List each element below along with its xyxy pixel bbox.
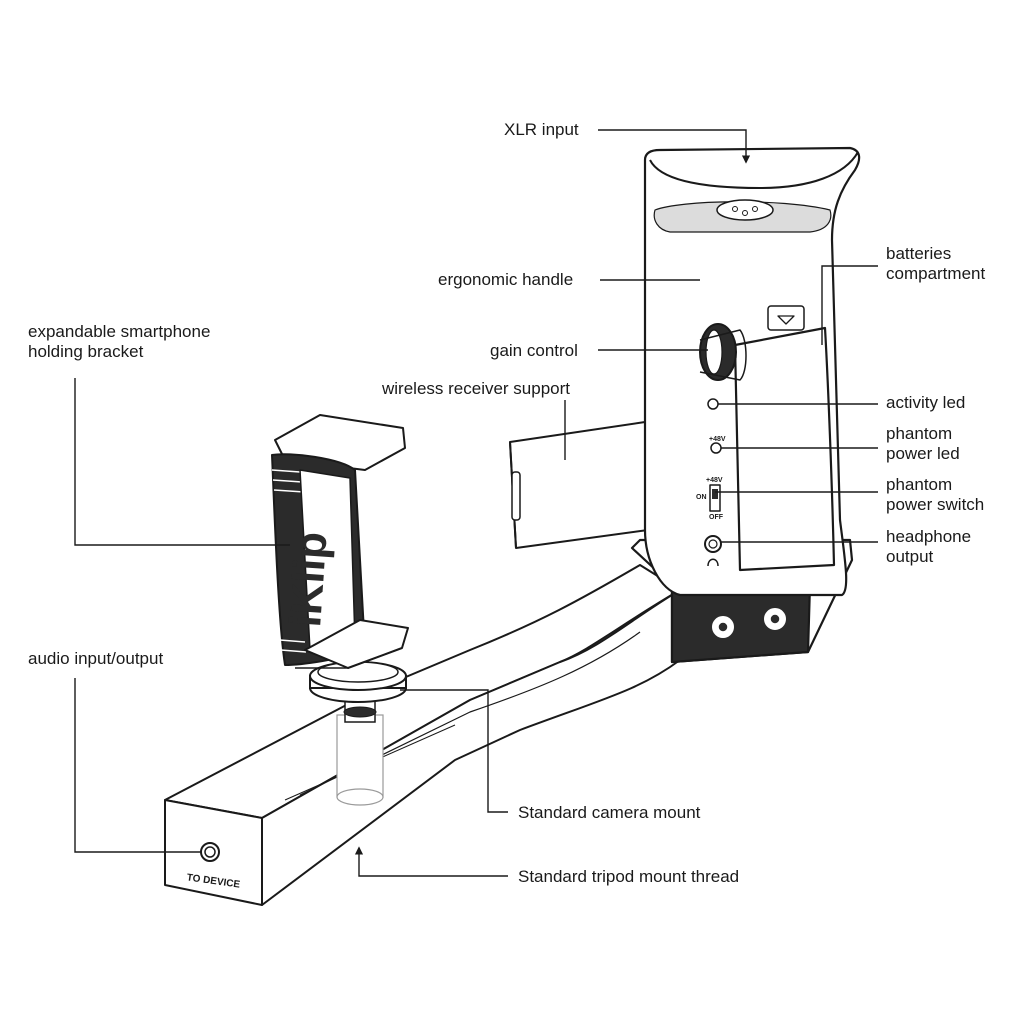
leader-xlr [598,129,751,164]
leader-camera [400,689,508,813]
batteries-compartment-label-line2: compartment [886,264,986,283]
on-marking: ON [696,494,707,501]
smartphone-bracket: iKlip [271,414,409,669]
phantom-power-switch-label-line2: power switch [886,495,985,514]
ergonomic-handle-label: ergonomic handle [438,270,574,289]
headphone-output-label-line1: headphone [886,527,972,546]
off-marking: OFF [709,514,724,521]
batteries-compartment-label-line1: batteries [886,244,952,263]
leader-batteries [821,265,878,345]
leader-lines [74,129,878,877]
bracket-label-line1: expandable smartphone [28,322,211,341]
audio-input-output-label: audio input/output [28,649,164,668]
wireless-receiver-support-label: wireless receiver support [382,379,571,398]
phantom-power-led-label-line1: phantom [886,424,953,443]
bracket-label-line2: holding bracket [28,342,144,361]
plus48v-led-marking: +48V [709,436,726,443]
phantom-power-switch-label-line1: phantom [886,475,953,494]
gain-control-label: gain control [490,341,578,360]
camera-mount-label: Standard camera mount [518,803,701,822]
activity-led-label: activity led [886,393,966,412]
plus48v-switch-marking: +48V [706,477,723,484]
leader-bracket [74,378,290,546]
ergonomic-handle-body [630,146,861,664]
leader-audio-io [74,678,201,853]
xlr-input-label: XLR input [504,120,579,139]
camera-mount [309,661,407,806]
tripod-mount-label: Standard tripod mount thread [518,867,740,886]
leader-tripod [354,846,508,877]
wireless-receiver-support [509,421,649,549]
mounting-bar [164,564,681,906]
brand-marking: iKlip [281,530,337,629]
phantom-power-led-label-line2: power led [886,444,960,463]
headphone-output-label-line2: output [886,547,934,566]
